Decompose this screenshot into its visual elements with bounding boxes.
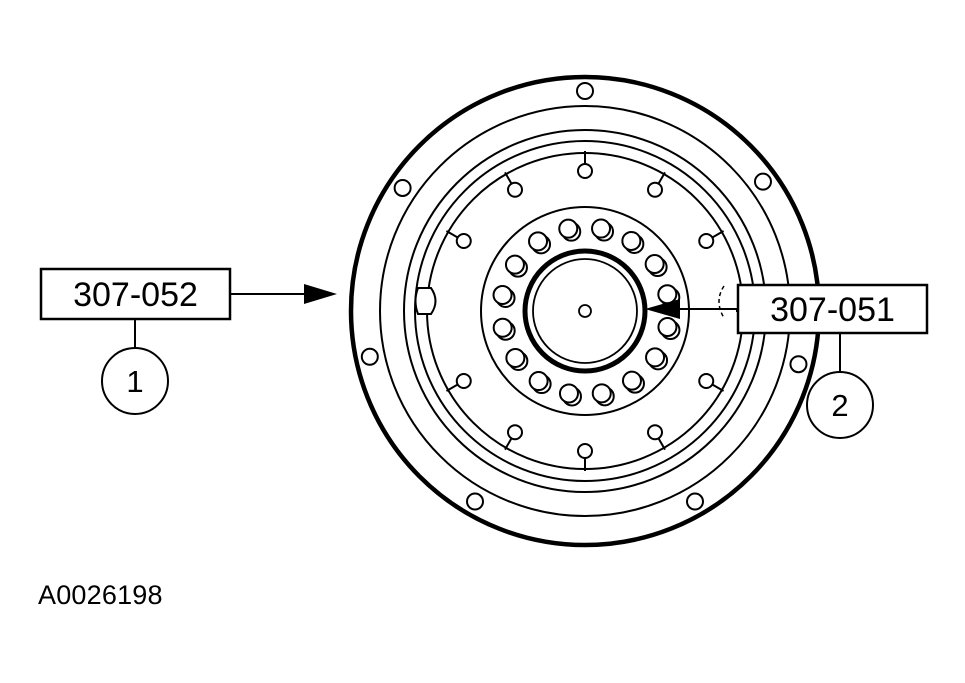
gear-roller — [621, 230, 642, 251]
keyhole-slot — [647, 181, 663, 198]
gear-roller — [591, 383, 612, 404]
arrowhead-left — [304, 284, 337, 304]
gear-roller — [657, 284, 678, 305]
housing-notch — [414, 287, 437, 315]
index-number-left: 1 — [126, 364, 143, 399]
keyhole-slot — [455, 373, 472, 389]
gear-roller — [528, 231, 549, 252]
tool-number-box-right — [736, 283, 929, 335]
index-circle-right — [806, 371, 874, 439]
gear-roller — [657, 317, 678, 338]
arrowhead-right — [645, 299, 680, 319]
tool-number-box-left — [39, 267, 232, 321]
keyhole-slot — [698, 373, 715, 389]
gear-roller — [505, 347, 526, 368]
gear-roller — [504, 254, 525, 275]
index-number-right: 2 — [831, 388, 848, 423]
hidden-edge — [718, 285, 725, 319]
gear-rollers — [492, 218, 681, 407]
flange-bolt-hole — [360, 347, 379, 366]
flange-bolt-holes — [360, 82, 808, 511]
bolt-ring-outer — [426, 152, 744, 470]
callout-307-052: 307-052 1 — [39, 267, 337, 415]
keyhole-slot — [647, 424, 663, 441]
flange-bolt-hole — [466, 492, 484, 511]
flange-bolt-hole — [753, 172, 772, 191]
keyhole-slot — [698, 233, 715, 249]
body-inner-ring — [414, 140, 756, 482]
gear-roller — [528, 371, 549, 392]
gear-roller — [492, 317, 513, 338]
gear-roller — [645, 347, 666, 368]
keyhole-slots — [445, 151, 745, 471]
keyhole-slot — [455, 233, 472, 249]
tool-number-label-left: 307-052 — [73, 276, 198, 314]
gear-roller — [644, 254, 665, 275]
figure-id: A0026198 — [38, 580, 163, 610]
gear-roller — [492, 284, 513, 305]
flange-bolt-hole — [686, 492, 704, 511]
flange-bolt-hole — [393, 178, 412, 197]
flange-bolt-hole — [576, 82, 594, 100]
hub-inner-ring — [532, 258, 638, 364]
gear-roller — [558, 383, 579, 404]
callout-307-051: 307-051 2 — [645, 283, 929, 439]
hub-outer-ring — [522, 248, 648, 374]
gear-ring-outer — [480, 206, 690, 416]
keyhole-slot — [507, 424, 523, 441]
gear-roller — [591, 218, 612, 239]
gear-roller — [558, 218, 579, 239]
index-circle-left — [101, 347, 169, 415]
tool-number-label-right: 307-051 — [770, 291, 895, 329]
keyhole-slot — [577, 443, 593, 459]
shaft-center — [578, 304, 592, 318]
keyhole-slot — [577, 163, 593, 179]
body-ring — [403, 129, 767, 493]
keyhole-slot — [507, 181, 523, 198]
gear-roller — [621, 370, 642, 391]
flange-bolt-hole — [789, 355, 808, 374]
